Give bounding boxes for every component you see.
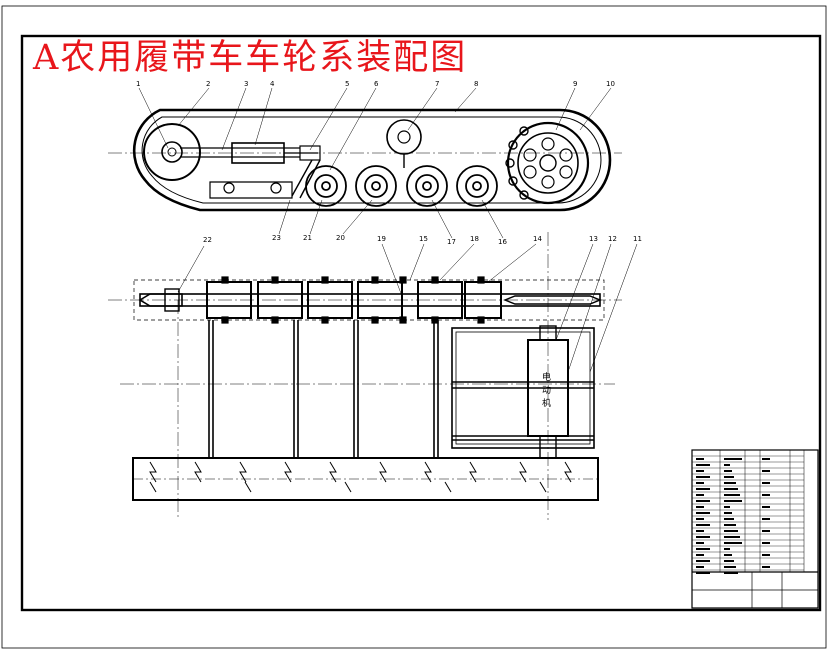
title-block-ink: [696, 536, 710, 538]
drawing-title: A农用履带车车轮系装配图: [33, 38, 468, 78]
outer-border: [1, 5, 827, 649]
title-block-ink: [696, 506, 704, 508]
part-number: 19: [377, 235, 386, 243]
part-number: 2: [206, 80, 210, 88]
title-block-ink: [762, 542, 770, 544]
title-block-ink: [724, 566, 736, 568]
part-number: 18: [470, 235, 479, 243]
title-block-ink: [724, 530, 738, 532]
title-block-ink: [724, 518, 734, 520]
part-number: 5: [345, 80, 349, 88]
title-block-ink: [696, 530, 704, 532]
inner-frame: [20, 34, 822, 612]
title-block-ink: [724, 548, 730, 550]
part-number: 17: [447, 238, 456, 246]
part-number: 22: [203, 236, 212, 244]
title-block-ink: [724, 536, 740, 538]
title-block-ink: [762, 482, 770, 484]
part-number: 14: [533, 235, 542, 243]
title-block-ink: [696, 512, 710, 514]
plan-view-leaders: [177, 243, 638, 373]
title-block-ink: [724, 542, 742, 544]
title-block-ink: [696, 488, 710, 490]
part-number: 15: [419, 235, 428, 243]
title-block-ink: [724, 572, 738, 574]
motor-label: 电 动 机: [542, 371, 551, 409]
title-block-ink: [696, 494, 704, 496]
part-number: 20: [336, 234, 345, 242]
title-block-ink: [696, 548, 710, 550]
title-block-ink: [724, 464, 730, 466]
title-block-ink: [696, 518, 704, 520]
side-view-numbers: 1 2 3 4 5 6 7 8 9 10 23 21 20 17 16: [136, 80, 615, 246]
title-block-ink: [696, 464, 710, 466]
title-block-ink: [696, 566, 704, 568]
part-number: 7: [435, 80, 439, 88]
title-block-ink: [724, 512, 732, 514]
part-number: 10: [606, 80, 615, 88]
title-block-ink: [762, 530, 770, 532]
title-block-ink: [724, 554, 732, 556]
motor-label-char: 动: [542, 385, 551, 396]
part-number: 6: [374, 80, 379, 88]
title-block-ink: [724, 524, 736, 526]
title-block-ink: [724, 560, 734, 562]
title-block-ink: [696, 482, 704, 484]
title-block-ink: [762, 458, 770, 460]
title-block-ink: [696, 554, 704, 556]
title-block-ink: [724, 458, 742, 460]
part-number: 13: [589, 235, 598, 243]
title-block-ink: [696, 560, 710, 562]
title-block: [691, 449, 819, 609]
title-block-ink: [724, 488, 738, 490]
title-block-ink: [762, 470, 770, 472]
side-view-leaders: [138, 87, 612, 239]
title-block-ink: [762, 554, 770, 556]
title-block-ink: [724, 476, 734, 478]
motor-label-char: 电: [542, 371, 551, 383]
part-number: 3: [244, 80, 248, 88]
title-block-ink: [696, 476, 710, 478]
part-number: 23: [272, 234, 281, 242]
part-number: 11: [633, 235, 642, 243]
title-block-ink: [696, 542, 704, 544]
title-block-ink: [696, 500, 710, 502]
part-number: 1: [136, 80, 140, 88]
title-block-ink: [696, 458, 704, 460]
part-number: 4: [270, 80, 275, 88]
title-block-ink: [762, 494, 770, 496]
title-block-ink: [724, 482, 736, 484]
title-block-ink: [724, 494, 740, 496]
plan-view-numbers: 22 19 15 18 14 13 12 11: [203, 235, 642, 244]
title-block-ink: [696, 470, 704, 472]
title-block-ink: [724, 506, 730, 508]
part-number: 21: [303, 234, 312, 242]
title-block-ink: [724, 470, 732, 472]
side-view: [108, 108, 622, 212]
part-number: 9: [573, 80, 577, 88]
part-number: 8: [474, 80, 478, 88]
title-block-ink: [762, 566, 770, 568]
part-number: 16: [498, 238, 507, 246]
part-number: 12: [608, 235, 617, 243]
title-block-ink: [762, 506, 770, 508]
plan-view: [108, 232, 622, 520]
motor-label-char: 机: [542, 397, 551, 409]
title-block-ink: [696, 572, 710, 574]
title-block-ink: [724, 500, 742, 502]
title-block-ink: [696, 524, 710, 526]
title-block-ink: [762, 518, 770, 520]
